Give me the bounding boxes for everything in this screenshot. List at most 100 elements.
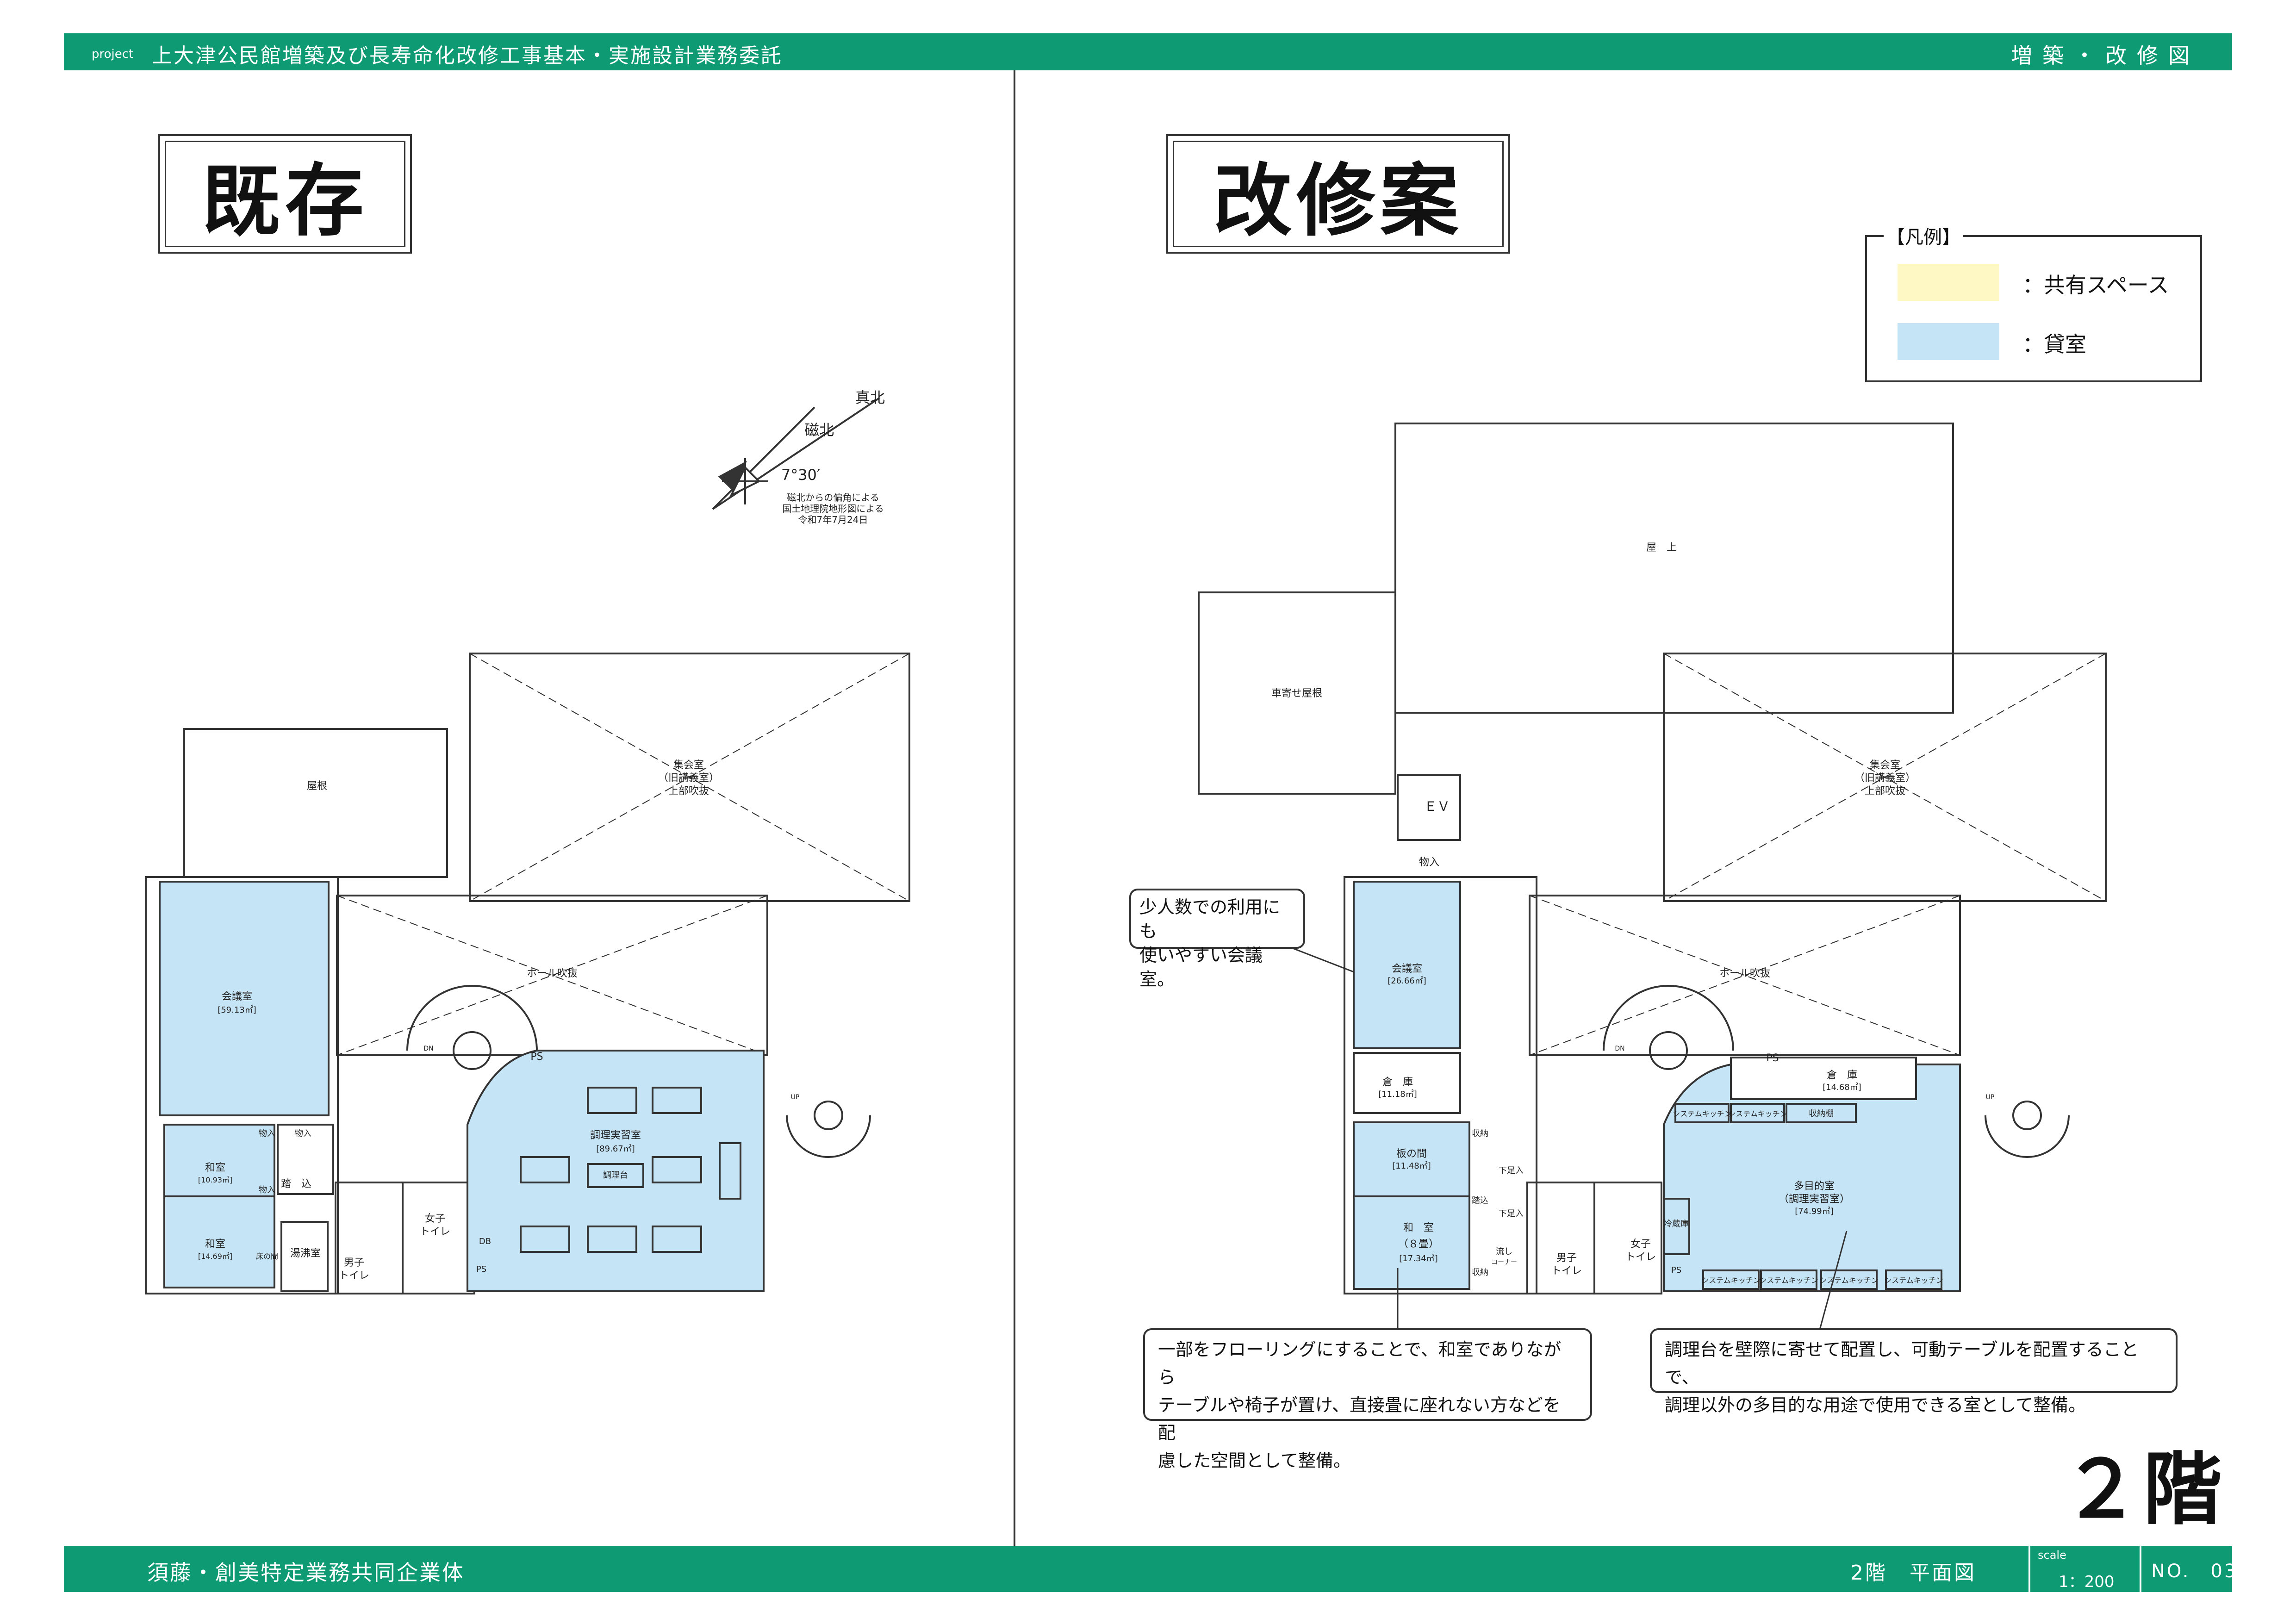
- hall-left-label-3: 上部吹抜: [668, 785, 709, 797]
- renovation-title: 改修案: [1173, 141, 1504, 247]
- callout-washitsu-line-2: テーブルや椅子が置け、直接畳に座れない方などを配: [1158, 1395, 1561, 1443]
- roof-label: 屋根: [307, 780, 327, 792]
- canopy-roof: [1198, 591, 1396, 795]
- washitsu-left: [163, 1124, 275, 1288]
- men-wc-right-2: トイレ: [1551, 1265, 1582, 1277]
- footer-bar: 須藤・創美特定業務共同企業体 2階 平面図 scale 1：200 NO. 03: [64, 1546, 2236, 1592]
- storage-left-3: 物入: [259, 1185, 275, 1195]
- warehouse-label: 倉 庫: [1827, 1070, 1857, 1081]
- meeting-left-area: [59.13㎡]: [218, 1005, 256, 1015]
- atrium-right: [1529, 895, 1961, 1056]
- women-wc-left-1: 女子: [425, 1213, 445, 1225]
- company-name: 須藤・創美特定業務共同企業体: [147, 1560, 465, 1585]
- true-north-label: 真北: [855, 389, 885, 406]
- women-wc-right-2: トイレ: [1625, 1251, 1656, 1263]
- closet-right-1: 収納: [1472, 1129, 1488, 1139]
- multi-room-area: [74.99㎡]: [1795, 1206, 1834, 1216]
- dn-right: DN: [1615, 1045, 1624, 1052]
- canopy-label: 車寄せ屋根: [1271, 688, 1322, 699]
- callout-washitsu: 一部をフローリングにすることで、和室でありながら テーブルや椅子が置け、直接畳に…: [1143, 1328, 1592, 1471]
- washitsu-b-area: [14.69㎡]: [198, 1252, 232, 1261]
- warehouse-area: [14.68㎡]: [1823, 1082, 1861, 1092]
- kitchen-4: システムキッチン: [1759, 1276, 1818, 1285]
- document-type: 増築・改修図: [2011, 43, 2200, 68]
- legend-rental-label: ：貸室: [2022, 332, 2086, 357]
- men-wc-left-2: トイレ: [339, 1270, 369, 1282]
- cooking-table-label: 調理台: [603, 1170, 628, 1180]
- page-divider: [1014, 70, 1015, 1546]
- cooking-room-left: [467, 1050, 765, 1292]
- atrium-right-label: ホール吹抜: [1719, 968, 1770, 979]
- legend-title: 【凡例】: [1884, 222, 1963, 249]
- meeting-left-label: 会議室: [222, 991, 252, 1002]
- storage-left-1: 物入: [295, 1129, 311, 1139]
- hall-right: [1663, 653, 2107, 902]
- washitsu-right-label: 和 室: [1403, 1222, 1434, 1234]
- storage-shelf: 収納棚: [1809, 1109, 1834, 1119]
- meeting-right-area: [26.66㎡]: [1388, 976, 1426, 986]
- washitsu-b-label: 和室: [205, 1238, 225, 1250]
- callout-multi-line-2: 調理以外の多目的な用途で使用できる室として整備。: [1665, 1395, 2086, 1415]
- rooftop-label: 屋 上: [1646, 542, 1677, 554]
- washitsu-right: [1353, 1195, 1470, 1290]
- compass-note-1: 磁北からの偏角による: [787, 492, 879, 503]
- men-wc-left-1: 男子: [344, 1257, 364, 1269]
- sink-label-2: コーナー: [1491, 1259, 1517, 1266]
- sheet-title: 2階 平面図: [1850, 1561, 1976, 1585]
- dn-left: UP: [791, 1094, 800, 1101]
- cooking-area: [89.67㎡]: [596, 1144, 635, 1154]
- ev-label: ＥＶ: [1424, 799, 1450, 814]
- kitchen-6: システムキッチン: [1884, 1276, 1943, 1285]
- itanoma-area: [11.48㎡]: [1392, 1161, 1431, 1171]
- washitsu-right-area: [17.34㎡]: [1399, 1253, 1438, 1263]
- legend-rental-swatch: [1898, 323, 1999, 360]
- sheet-number: NO. 03: [2151, 1561, 2238, 1582]
- women-wc-right-1: 女子: [1630, 1238, 1651, 1250]
- multi-room-label-2: （調理実習室）: [1779, 1194, 1850, 1205]
- store-room-label: 倉 庫: [1382, 1076, 1413, 1088]
- ps-small-left: PS: [476, 1264, 486, 1274]
- ps-right: PS: [1766, 1052, 1779, 1064]
- hall-left-label-2: （旧講義室）: [658, 772, 719, 784]
- project-label: project: [92, 47, 134, 61]
- hall-right-label-3: 上部吹抜: [1865, 785, 1905, 797]
- db-label: DB: [479, 1237, 491, 1246]
- store-room-right: [1353, 1052, 1461, 1114]
- step-right-label: 踏込: [1472, 1196, 1488, 1206]
- renovation-title-box: 改修案: [1166, 134, 1510, 254]
- callout-meeting: 少人数での利用にも 使いやすい会議室。: [1129, 889, 1305, 989]
- spiral-stair-right: [1649, 1031, 1688, 1070]
- kitchen-5: システムキッチン: [1819, 1276, 1879, 1285]
- multi-room-label-1: 多目的室: [1794, 1181, 1835, 1192]
- itanoma: [1353, 1121, 1470, 1197]
- meeting-room-left: [159, 881, 330, 1116]
- up-right: UP: [1986, 1094, 1995, 1101]
- callout-washitsu-line-3: 慮した空間として整備。: [1158, 1450, 1351, 1471]
- men-wc-right-1: 男子: [1556, 1252, 1577, 1264]
- callout-meeting-line-1: 少人数での利用にも: [1139, 897, 1281, 941]
- meeting-right-label: 会議室: [1392, 963, 1422, 975]
- kitchen-2: システムキッチン: [1728, 1109, 1787, 1118]
- legend-box: [1865, 235, 2202, 382]
- footer-divider-2: [2140, 1546, 2141, 1592]
- declination-angle: 7°30′: [781, 466, 820, 484]
- kitchen-1: システムキッチン: [1673, 1109, 1732, 1118]
- existing-title: 既存: [165, 141, 405, 247]
- header-bar: project 上大津公民館増築及び長寿命化改修工事基本・実施設計業務委託 増築…: [64, 33, 2232, 70]
- hall-left: [469, 653, 910, 902]
- legend-shared-swatch: [1898, 264, 1999, 301]
- washitsu-right-sub: （８畳）: [1398, 1238, 1439, 1250]
- storage-left-2: 物入: [259, 1129, 275, 1139]
- step-left-label: 踏 込: [281, 1178, 311, 1190]
- shoes-right-1: 下足入: [1499, 1166, 1524, 1176]
- floor-label: ２階: [2062, 1444, 2225, 1536]
- washitsu-a-area: [10.93㎡]: [198, 1176, 232, 1184]
- north-compass-icon: [712, 397, 880, 510]
- itanoma-label: 板の間: [1396, 1148, 1427, 1160]
- washitsu-a-label: 和室: [205, 1162, 225, 1174]
- fridge-label: 冷蔵庫: [1664, 1219, 1689, 1229]
- callout-multi-line-1: 調理台を壁際に寄せて配置し、可動テーブルを配置することで、: [1665, 1339, 2139, 1388]
- legend-shared-label: ：共有スペース: [2022, 273, 2169, 298]
- elevator: [1397, 774, 1461, 841]
- spiral-stair-left: [453, 1031, 492, 1070]
